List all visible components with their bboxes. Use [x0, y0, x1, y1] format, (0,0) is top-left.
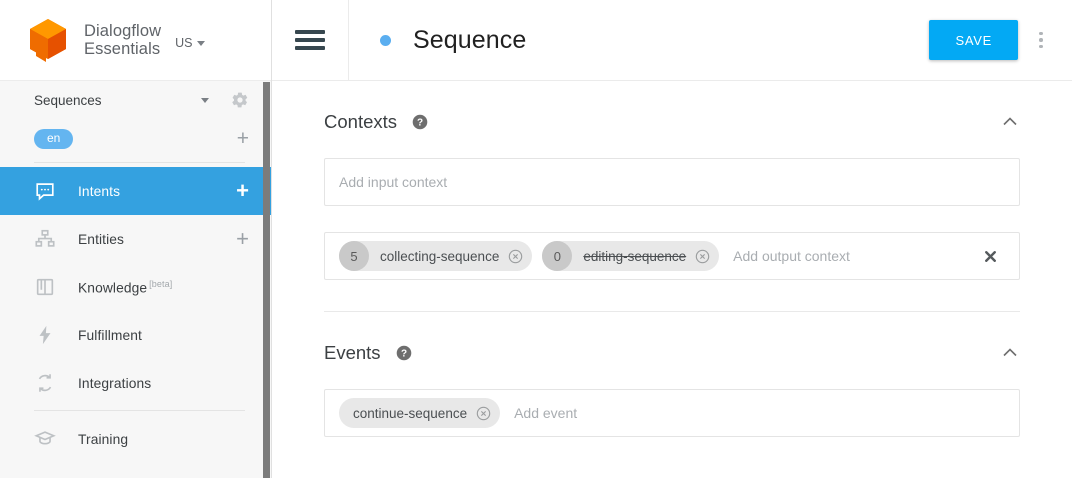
output-context-chip[interactable]: 5 collecting-sequence [339, 241, 533, 271]
output-context-chip[interactable]: 0 editing-sequence [542, 241, 720, 271]
help-circle-icon[interactable]: ? [412, 114, 428, 130]
sidebar-item-fulfillment[interactable]: Fulfillment [0, 311, 271, 359]
lightning-bolt-icon [34, 324, 56, 346]
sidebar-item-label: Training [78, 431, 129, 447]
chevron-down-icon[interactable] [201, 97, 209, 103]
sync-arrows-icon [34, 372, 56, 394]
beta-badge: [beta] [149, 278, 173, 289]
add-entity-plus-icon[interactable]: + [236, 226, 249, 251]
clear-output-contexts-button[interactable] [961, 249, 1019, 264]
chevron-up-icon[interactable] [1000, 343, 1020, 363]
sidebar-item-label: Fulfillment [78, 327, 142, 343]
chip-lifespan-count[interactable]: 0 [542, 241, 573, 271]
input-context-placeholder: Add input context [339, 174, 448, 190]
language-row: en + [0, 119, 271, 159]
output-context-placeholder: Add output context [733, 248, 850, 264]
events-header: Events ? [324, 336, 1020, 370]
help-circle-icon[interactable]: ? [396, 345, 412, 361]
sidebar-divider-bottom [34, 410, 245, 411]
sidebar-item-label: Intents [78, 183, 121, 199]
remove-circle-icon[interactable] [695, 249, 710, 264]
chevron-down-icon [196, 40, 205, 46]
sidebar-item-training[interactable]: Training [0, 415, 271, 463]
sidebar-item-entities[interactable]: Entities + [0, 215, 271, 263]
event-chip[interactable]: continue-sequence [339, 398, 501, 428]
sitemap-icon [34, 228, 56, 250]
contexts-section: Contexts ? Add input [324, 81, 1020, 312]
add-intent-plus-icon[interactable]: + [236, 178, 249, 203]
sidebar-scrollbar[interactable] [263, 82, 270, 478]
sidebar-divider-top [34, 162, 245, 163]
section-divider [324, 311, 1020, 312]
region-label: US [175, 36, 193, 50]
agent-selector[interactable]: Sequences [0, 81, 271, 119]
content-area: Contexts ? Add input [272, 81, 1072, 477]
save-button[interactable]: SAVE [929, 20, 1018, 60]
page-title: Sequence [413, 25, 527, 54]
events-field[interactable]: continue-sequence Add event [324, 389, 1020, 437]
hamburger-menu-icon[interactable] [272, 0, 349, 80]
sidebar-scrollbar-thumb[interactable] [263, 82, 270, 478]
chip-label: editing-sequence [583, 248, 687, 264]
svg-text:?: ? [417, 118, 423, 129]
brand-name-line2: Essentials [84, 40, 161, 58]
top-bar: Sequence SAVE [272, 0, 1072, 81]
sidebar-item-integrations[interactable]: Integrations [0, 359, 271, 407]
events-title: Events [324, 342, 381, 363]
contexts-title: Contexts [324, 111, 398, 132]
agent-name: Sequences [34, 92, 102, 108]
gear-icon[interactable] [231, 91, 249, 109]
language-chip-en[interactable]: en [34, 129, 74, 149]
sidebar: Dialogflow Essentials US Sequences en [0, 0, 272, 478]
contexts-header: Contexts ? [324, 105, 1020, 139]
event-placeholder: Add event [514, 405, 578, 421]
events-section: Events ? [324, 312, 1020, 437]
kebab-menu-icon[interactable] [1018, 31, 1064, 49]
sidebar-item-label: Integrations [78, 375, 152, 391]
output-context-field[interactable]: 5 collecting-sequence 0 editing-sequence [324, 232, 1020, 280]
sidebar-item-knowledge[interactable]: Knowledge[beta] [0, 263, 271, 311]
chip-label: collecting-sequence [380, 248, 500, 264]
dialogflow-cube-logo-icon [26, 16, 70, 64]
remove-circle-icon[interactable] [476, 406, 491, 421]
chat-bubble-icon [34, 180, 56, 202]
chip-label: continue-sequence [353, 405, 468, 421]
chevron-up-icon[interactable] [1000, 112, 1020, 132]
brand-name-line1: Dialogflow [84, 21, 162, 40]
sidebar-item-label-knowledge: Knowledge[beta] [78, 279, 249, 296]
book-icon [34, 276, 56, 298]
chip-lifespan-count[interactable]: 5 [339, 241, 369, 271]
title-area: Sequence [349, 26, 929, 55]
svg-text:?: ? [401, 349, 407, 360]
region-selector[interactable]: US [175, 36, 205, 50]
brand-header[interactable]: Dialogflow Essentials US [0, 0, 271, 81]
knowledge-text: Knowledge [78, 280, 148, 296]
remove-circle-icon[interactable] [508, 249, 523, 264]
add-language-plus-icon[interactable]: + [236, 127, 249, 150]
sidebar-item-label: Entities [78, 231, 125, 247]
input-context-field[interactable]: Add input context [324, 158, 1020, 206]
main-panel: Sequence SAVE Contexts ? [272, 0, 1072, 478]
graduation-cap-icon [34, 428, 56, 450]
sidebar-item-intents[interactable]: Intents + [0, 167, 271, 215]
blue-status-dot-icon [380, 34, 391, 46]
